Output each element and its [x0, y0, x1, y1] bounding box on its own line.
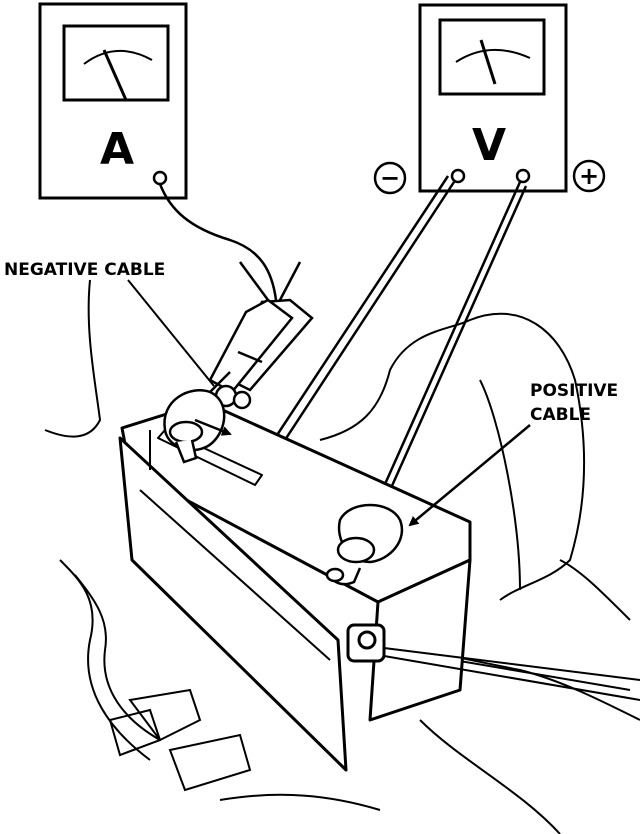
ammeter-clip	[208, 298, 314, 410]
negative-cable-callout: NEGATIVE CABLE	[4, 260, 232, 436]
battery-side-face	[368, 558, 472, 722]
voltmeter-negative-terminal	[450, 168, 466, 184]
voltmeter-letter: V	[472, 120, 506, 171]
positive-terminal	[325, 503, 403, 586]
negative-sign-icon: −	[373, 161, 407, 195]
voltmeter-scale	[455, 48, 531, 63]
ammeter-needle	[102, 49, 128, 101]
negative-cable-label: NEGATIVE CABLE	[4, 260, 165, 280]
positive-cable-label-line1: POSITIVE	[530, 381, 618, 401]
ammeter: A	[38, 2, 188, 200]
positive-sign-icon: +	[572, 159, 606, 193]
positive-probe-lead	[358, 181, 528, 545]
negative-terminal	[163, 371, 231, 464]
svg-text:+: +	[579, 162, 599, 190]
svg-text:−: −	[380, 164, 400, 192]
voltmeter-needle	[479, 39, 497, 85]
voltmeter: V − +	[373, 3, 606, 195]
ammeter-lead	[158, 183, 302, 301]
ammeter-letter: A	[100, 124, 134, 175]
ammeter-terminal	[152, 170, 168, 186]
ammeter-scale	[83, 49, 153, 65]
ammeter-dial-window	[62, 24, 170, 102]
voltmeter-positive-terminal	[515, 168, 531, 184]
positive-cable-callout: POSITIVE CABLE	[408, 381, 618, 527]
battery-front-face	[118, 436, 348, 772]
positive-cable-label-line2: CABLE	[530, 405, 591, 425]
